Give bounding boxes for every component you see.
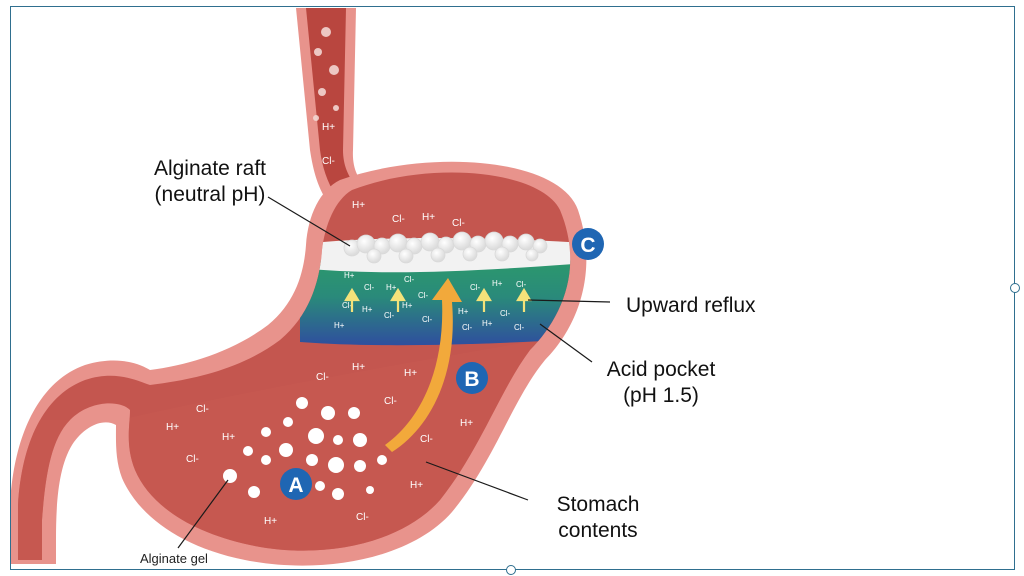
- stomach-contents-label: Stomach contents: [538, 492, 658, 544]
- badge-b: B: [456, 362, 488, 394]
- small-arrow-icon: [390, 287, 406, 312]
- hydrogen-ion-label: H+: [264, 516, 277, 527]
- chloride-ion-label: Cl-: [384, 311, 395, 320]
- chloride-ion-label: Cl-: [364, 283, 375, 292]
- acid-pocket-ions: H+ Cl- H+ Cl- Cl- Cl- H+ Cl- Cl- H+ Cl- …: [334, 271, 527, 332]
- chloride-ion-label: Cl-: [186, 454, 199, 465]
- resize-handle-right[interactable]: [1010, 283, 1020, 293]
- reflux-leader-line: [527, 299, 611, 303]
- acid-leader-line: [539, 323, 593, 363]
- upper-ions: H+ Cl- H+ Cl- H+ Cl-: [322, 122, 465, 229]
- small-arrow-icon: [344, 287, 360, 312]
- alginate-gel-label: Alginate gel: [140, 551, 208, 566]
- chloride-ion-label: Cl-: [420, 434, 433, 445]
- stomach-contents-label-line2: contents: [558, 519, 638, 542]
- hydrogen-ion-label: H+: [460, 418, 473, 429]
- small-arrow-icon: [516, 287, 532, 312]
- hydrogen-ion-label: H+: [352, 200, 365, 211]
- alginate-raft-label: Alginate raft (neutral pH): [130, 156, 290, 208]
- badge-c: C: [572, 228, 604, 260]
- acid-pocket-label-line1: Acid pocket: [606, 358, 716, 381]
- hydrogen-ion-label: H+: [422, 212, 435, 223]
- chloride-ion-label: Cl-: [516, 280, 527, 289]
- chloride-ion-label: Cl-: [418, 291, 429, 300]
- stomach-contents-label-line1: Stomach: [556, 493, 640, 516]
- badge-a: A: [280, 468, 312, 500]
- reflux-arrow-icon: [385, 278, 462, 452]
- alginate-gel-bubbles: [223, 397, 387, 500]
- chloride-ion-label: Cl-: [452, 218, 465, 229]
- contents-leader-line: [425, 461, 529, 501]
- hydrogen-ion-label: H+: [402, 301, 413, 310]
- hydrogen-ion-label: H+: [344, 271, 355, 280]
- hydrogen-ion-label: H+: [166, 422, 179, 433]
- chloride-ion-label: Cl-: [404, 275, 415, 284]
- chloride-ion-label: Cl-: [470, 283, 481, 292]
- chloride-ion-label: Cl-: [316, 372, 329, 383]
- hydrogen-ion-label: H+: [492, 279, 503, 288]
- hydrogen-ion-label: H+: [352, 362, 365, 373]
- hydrogen-ion-label: H+: [362, 305, 373, 314]
- hydrogen-ion-label: H+: [404, 368, 417, 379]
- hydrogen-ion-label: H+: [458, 307, 469, 316]
- hydrogen-ion-label: H+: [482, 319, 493, 328]
- resize-handle-bottom[interactable]: [506, 565, 516, 575]
- chloride-ion-label: Cl-: [462, 323, 473, 332]
- badge-a-label: A: [288, 474, 303, 497]
- hydrogen-ion-label: H+: [322, 122, 335, 133]
- chloride-ion-label: Cl-: [356, 512, 369, 523]
- contents-ions: Cl- H+ H+ Cl- Cl- H+ H+ Cl- H+ Cl- H+ Cl…: [166, 362, 473, 527]
- chloride-ion-label: Cl-: [514, 323, 525, 332]
- gel-leader-line: [177, 479, 229, 549]
- chloride-ion-label: Cl-: [342, 301, 353, 310]
- chloride-ion-label: Cl-: [322, 156, 335, 167]
- badge-c-label: C: [580, 234, 595, 257]
- badge-b-label: B: [464, 368, 479, 391]
- hydrogen-ion-label: H+: [222, 432, 235, 443]
- raft-bubbles: [343, 231, 548, 264]
- chloride-ion-label: Cl-: [392, 214, 405, 225]
- acid-pocket-label: Acid pocket (pH 1.5): [596, 357, 726, 409]
- esophagus-bubbles: [313, 27, 339, 121]
- chloride-ion-label: Cl-: [196, 404, 209, 415]
- upward-reflux-label: Upward reflux: [626, 294, 756, 317]
- alginate-raft-label-line1: Alginate raft: [153, 157, 267, 180]
- chloride-ion-label: Cl-: [384, 396, 397, 407]
- small-arrow-icon: [476, 287, 492, 312]
- small-reflux-arrows: [344, 287, 532, 312]
- chloride-ion-label: Cl-: [422, 315, 433, 324]
- chloride-ion-label: Cl-: [500, 309, 511, 318]
- hydrogen-ion-label: H+: [334, 321, 345, 330]
- leader-lines: [177, 196, 611, 549]
- hydrogen-ion-label: H+: [410, 480, 423, 491]
- hydrogen-ion-label: H+: [386, 283, 397, 292]
- acid-pocket-label-line2: (pH 1.5): [623, 384, 699, 407]
- raft-leader-line: [267, 196, 351, 247]
- alginate-raft-label-line2: (neutral pH): [154, 183, 266, 206]
